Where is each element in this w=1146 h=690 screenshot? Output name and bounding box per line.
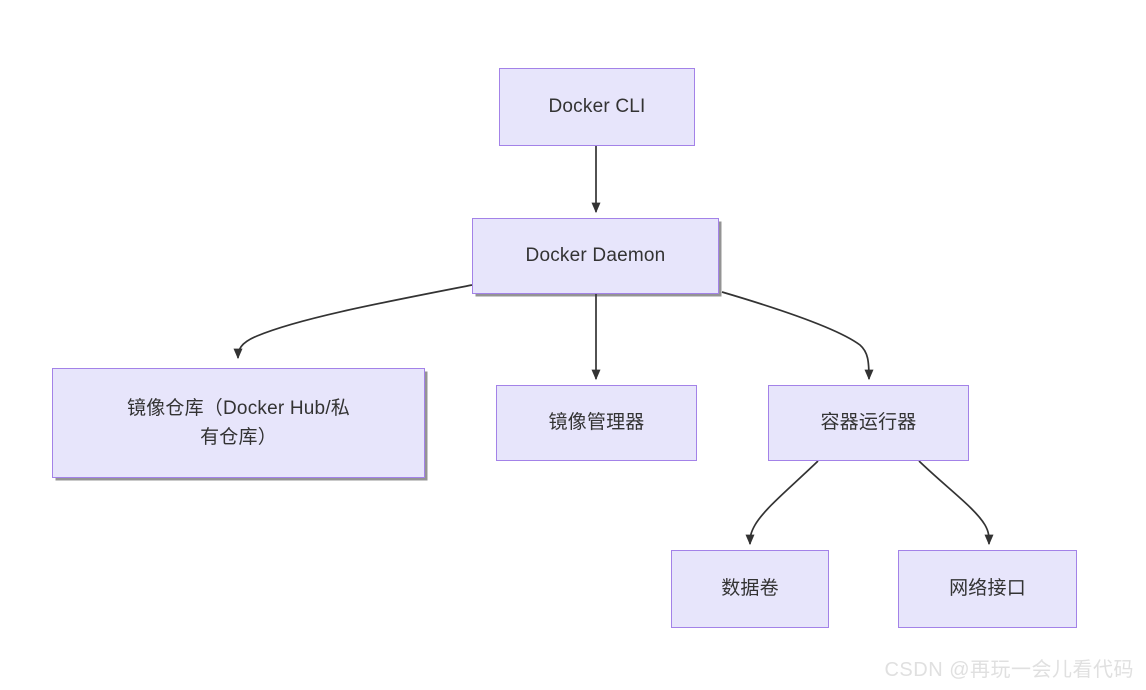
node-image-registry[interactable]: 镜像仓库（Docker Hub/私 有仓库） xyxy=(52,368,425,478)
node-data-volume[interactable]: 数据卷 xyxy=(671,550,829,628)
edge-container-runtime-to-network-interface xyxy=(918,460,994,546)
node-data-volume-label: 数据卷 xyxy=(721,578,779,600)
node-network-interface[interactable]: 网络接口 xyxy=(898,550,1077,628)
node-docker-cli-label: Docker CLI xyxy=(548,96,646,118)
csdn-watermark: CSDN @再玩一会儿看代码 xyxy=(884,659,1134,681)
node-docker-daemon-label: Docker Daemon xyxy=(525,245,666,267)
node-docker-daemon[interactable]: Docker Daemon xyxy=(472,218,719,294)
node-container-runtime[interactable]: 容器运行器 xyxy=(768,385,969,461)
edge-docker-daemon-to-container-runtime xyxy=(721,291,874,381)
node-image-registry-label: 镜像仓库（Docker Hub/私 有仓库） xyxy=(127,397,350,448)
node-image-manager-label: 镜像管理器 xyxy=(548,412,645,434)
node-image-manager[interactable]: 镜像管理器 xyxy=(496,385,697,461)
edge-container-runtime-to-data-volume xyxy=(745,460,819,546)
node-network-interface-label: 网络接口 xyxy=(949,578,1026,600)
edge-docker-daemon-to-image-registry xyxy=(233,284,473,360)
node-docker-cli[interactable]: Docker CLI xyxy=(499,68,695,146)
node-container-runtime-label: 容器运行器 xyxy=(820,412,917,434)
